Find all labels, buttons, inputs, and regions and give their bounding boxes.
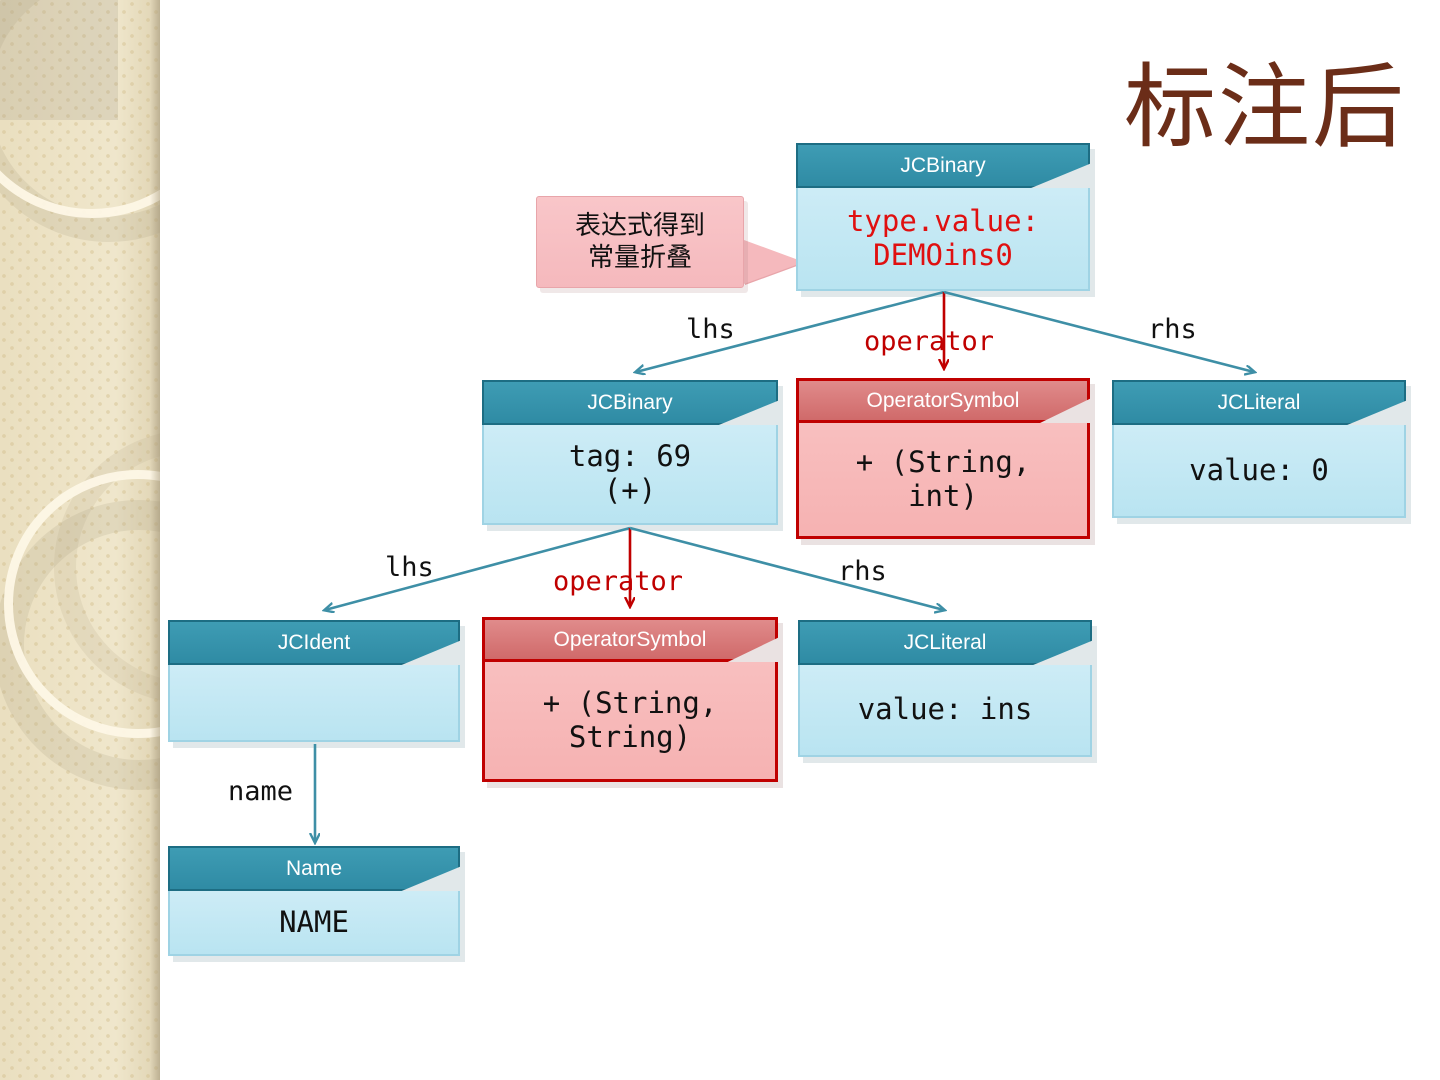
node-body: type.value: DEMOins0 (796, 188, 1090, 291)
node-root-jcbinary[interactable]: JCBinary type.value: DEMOins0 (796, 143, 1095, 297)
node-body: + (String, String) (482, 662, 778, 782)
node-header: JCBinary (796, 143, 1090, 188)
node-header: JCBinary (482, 380, 778, 425)
node-header: OperatorSymbol (482, 617, 778, 662)
edge-label-ident-name: name (228, 776, 294, 807)
node-body: NAME (168, 891, 460, 956)
constant-folding-callout: 表达式得到 常量折叠 (536, 196, 804, 288)
decorative-sidebar (0, 0, 160, 1080)
node-name[interactable]: Name NAME (168, 846, 465, 962)
node-body (168, 665, 460, 742)
edge-label-mid-operator: operator (553, 566, 684, 597)
sidebar-edge-shade (150, 0, 160, 1080)
sidebar-ring-top (0, 0, 160, 218)
callout-bubble: 表达式得到 常量折叠 (536, 196, 744, 288)
edge-label-root-operator: operator (864, 326, 995, 357)
node-header: OperatorSymbol (796, 378, 1090, 423)
node-leaf-operatorsymbol[interactable]: OperatorSymbol + (String, String) (482, 617, 783, 788)
node-header: JCIdent (168, 620, 460, 665)
node-mid-jcliteral[interactable]: JCLiteral value: 0 (1112, 380, 1411, 524)
node-body: value: ins (798, 665, 1092, 757)
edge-label-root-rhs: rhs (1148, 314, 1197, 345)
node-leaf-jcliteral[interactable]: JCLiteral value: ins (798, 620, 1097, 763)
edge-label-mid-rhs: rhs (838, 556, 887, 587)
node-mid-operatorsymbol[interactable]: OperatorSymbol + (String, int) (796, 378, 1095, 545)
callout-line-2: 常量折叠 (587, 243, 692, 273)
edge-label-mid-lhs: lhs (385, 552, 434, 583)
page-title: 标注后 (1123, 57, 1406, 159)
node-body: tag: 69 (+) (482, 425, 778, 525)
node-header: JCLiteral (798, 620, 1092, 665)
node-header: Name (168, 846, 460, 891)
node-body: value: 0 (1112, 425, 1406, 518)
edge-label-root-lhs: lhs (686, 314, 735, 345)
node-header: JCLiteral (1112, 380, 1406, 425)
callout-tail (744, 240, 804, 284)
node-leaf-jcident[interactable]: JCIdent (168, 620, 465, 748)
callout-line-1: 表达式得到 (574, 210, 705, 241)
node-mid-jcbinary[interactable]: JCBinary tag: 69 (+) (482, 380, 783, 531)
node-body: + (String, int) (796, 423, 1090, 539)
